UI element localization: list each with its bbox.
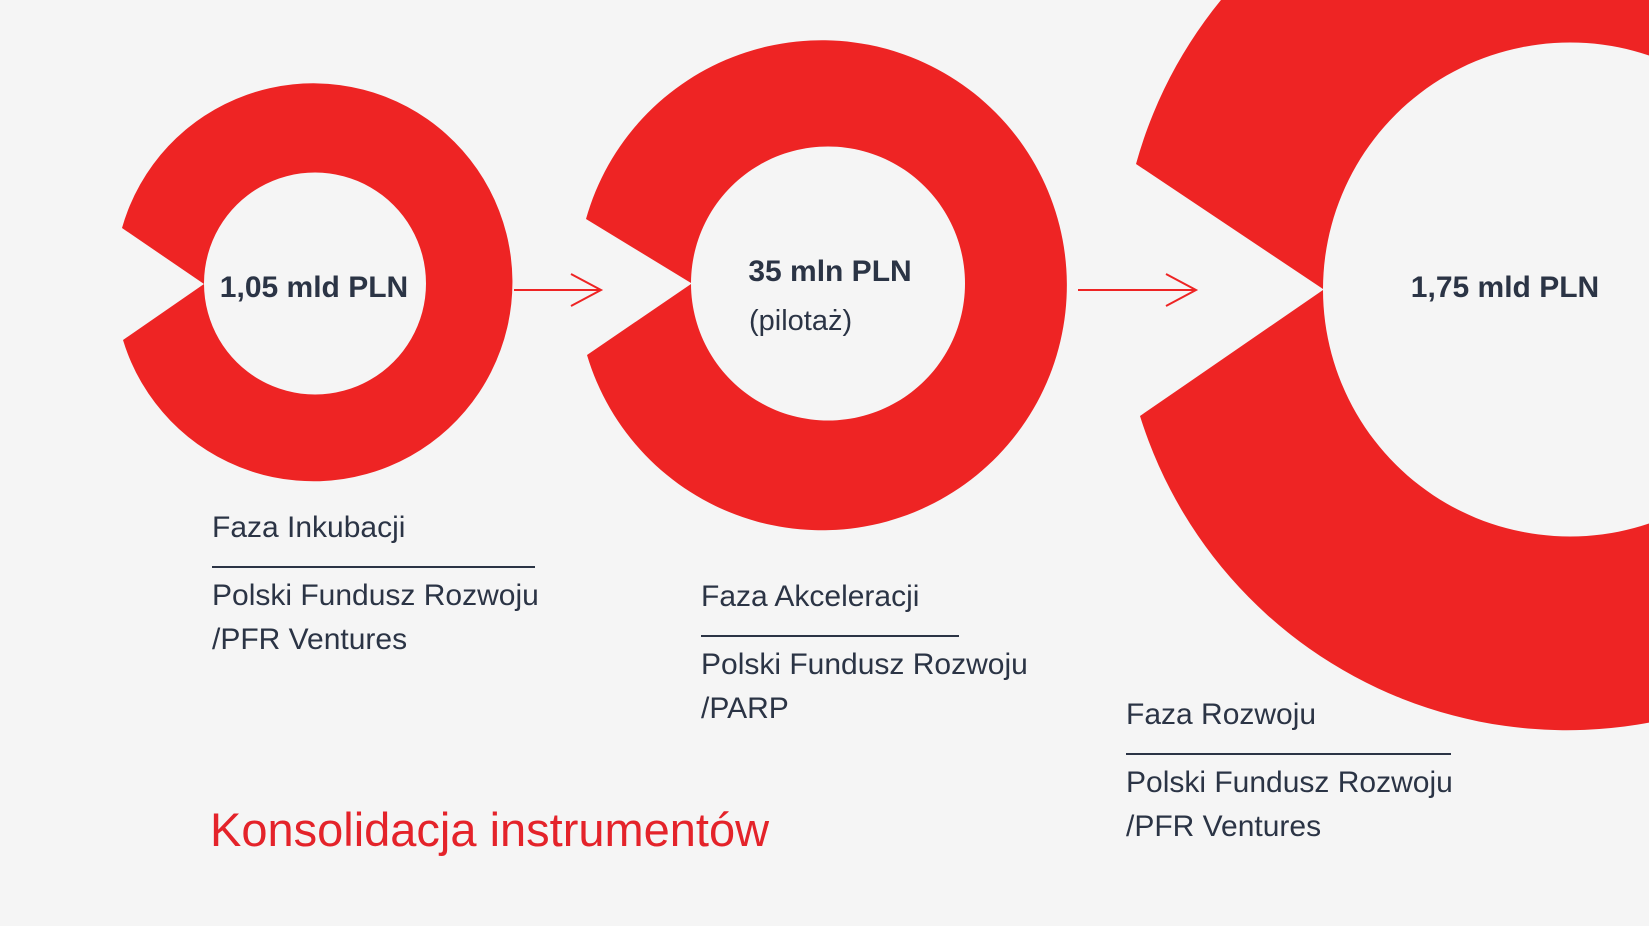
page-title: Konsolidacja instrumentów: [210, 803, 770, 856]
arrow-right-icon: [1078, 273, 1199, 307]
stage-label-acceleration: Faza Akceleracji Polski Fundusz Rozwoju …: [701, 575, 1028, 731]
amount-acceleration-note: (pilotaż): [749, 305, 852, 337]
ring-development: [1136, 0, 1649, 731]
phase-name: Faza Rozwoju: [1126, 693, 1451, 755]
phase-name: Faza Akceleracji: [701, 575, 959, 637]
stage-label-development: Faza Rozwoju Polski Fundusz Rozwoju /PFR…: [1126, 693, 1453, 849]
org-line: Polski Fundusz Rozwoju: [212, 579, 539, 612]
amount-development: 1,75 mld PLN: [1411, 271, 1599, 304]
org-line: Polski Fundusz Rozwoju: [701, 648, 1028, 681]
org-line: Polski Fundusz Rozwoju: [1126, 766, 1453, 799]
org-line: /PFR Ventures: [1126, 810, 1322, 843]
amount-incubation: 1,05 mld PLN: [220, 271, 408, 304]
org-line: /PFR Ventures: [212, 623, 408, 656]
phase-name: Faza Inkubacji: [212, 506, 535, 568]
stage-label-incubation: Faza Inkubacji Polski Fundusz Rozwoju /P…: [212, 506, 539, 662]
ring-incubation-inner: [204, 172, 426, 395]
arrow-right-icon: [514, 273, 604, 307]
org-line: /PARP: [701, 692, 789, 725]
ring-acceleration: [586, 40, 1067, 531]
amount-acceleration: 35 mln PLN: [748, 255, 911, 288]
